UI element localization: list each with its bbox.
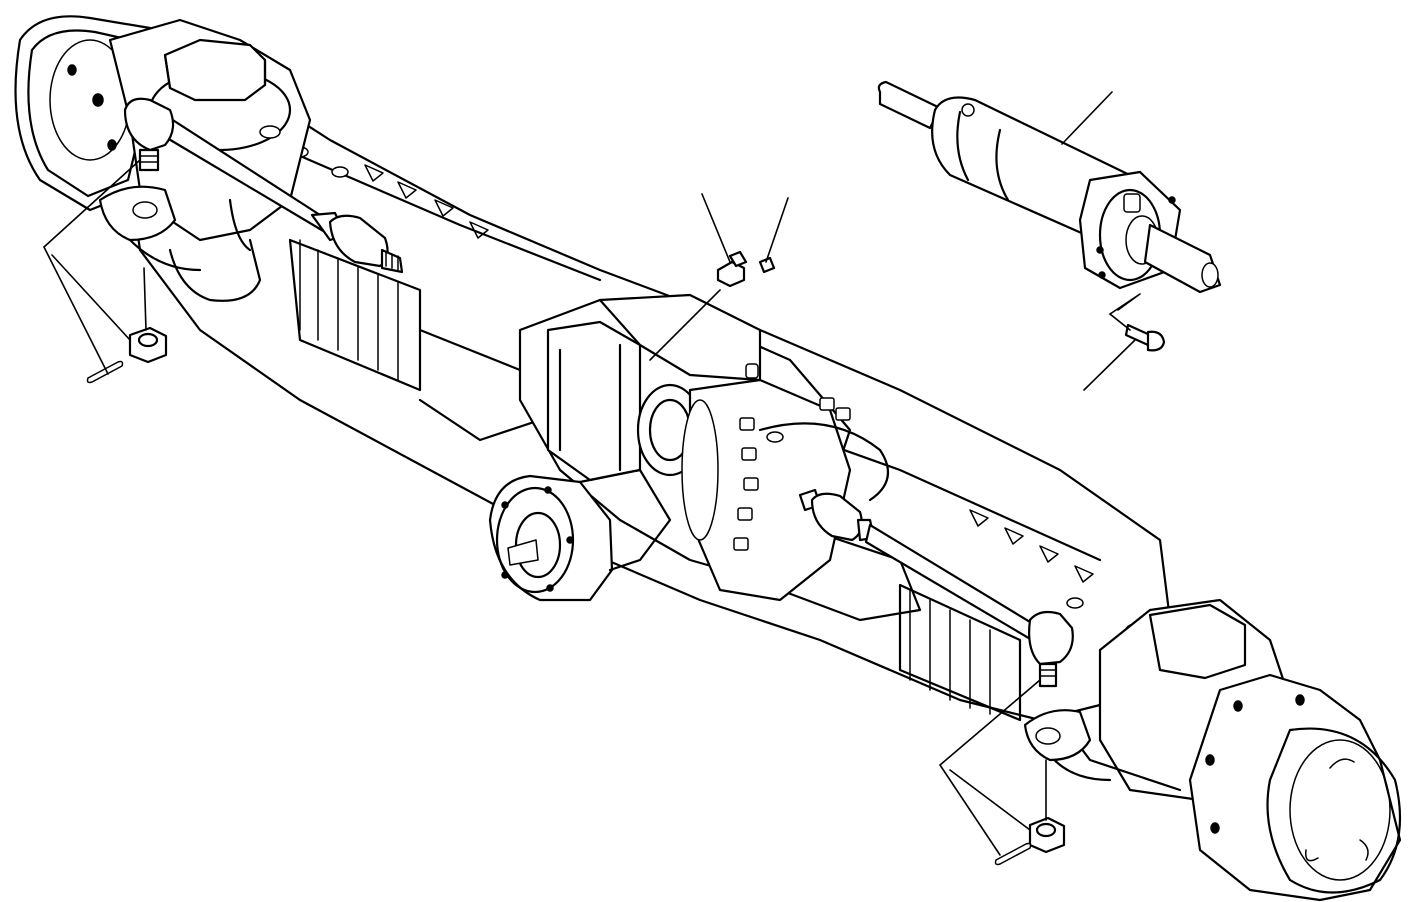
left-cotter-pin bbox=[86, 360, 124, 384]
left-steering-arm bbox=[98, 185, 202, 272]
right-tie-rod bbox=[798, 488, 1074, 688]
left-castle-nut bbox=[128, 326, 168, 364]
grease-fitting bbox=[716, 250, 748, 288]
right-wheel-hub bbox=[1038, 598, 1402, 902]
drive-flange bbox=[488, 468, 672, 602]
differential-housing bbox=[518, 293, 890, 602]
steering-cylinder bbox=[877, 80, 1222, 294]
right-steering-arm bbox=[1023, 709, 1092, 762]
left-tie-rod bbox=[123, 97, 404, 274]
cylinder-mounting-bolt bbox=[1124, 323, 1166, 352]
leader-lines bbox=[43, 91, 1141, 856]
right-castle-nut bbox=[1028, 816, 1066, 854]
right-cotter-pin bbox=[994, 842, 1032, 866]
